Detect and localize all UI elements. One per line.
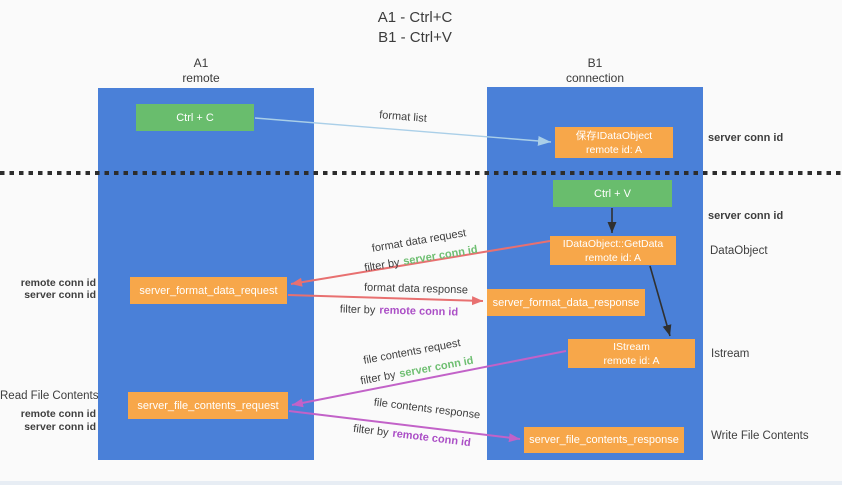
server-file-contents-response-node: server_file_contents_response [524, 427, 684, 453]
read-file-contents-label: Read File Contents [0, 390, 99, 402]
filter-by-text: filter by [363, 256, 401, 275]
remote-conn-id-text: remote conn id [391, 427, 472, 450]
dotted-separator-line [0, 171, 842, 175]
lifeline-b1-role: connection [565, 71, 625, 85]
lifeline-header-b1: B1 connection [535, 56, 655, 86]
save-dataobject-line1: 保存IDataObject [575, 129, 653, 142]
istream-line1: IStream [613, 340, 650, 353]
getdata-node: IDataObject::GetData remote id: A [550, 236, 676, 265]
file-contents-response-label: file contents response [373, 396, 481, 422]
write-file-contents-label: Write File Contents [711, 430, 809, 442]
ctrl-c-label: Ctrl + C [176, 111, 214, 124]
save-dataobject-line2: remote id: A [585, 143, 643, 156]
server-conn-id-left-label-1: server conn id [24, 289, 96, 301]
istream-node: IStream remote id: A [568, 339, 695, 368]
title-line-a1: A1 - Ctrl+C [377, 9, 453, 26]
getdata-line1: IDataObject::GetData [562, 237, 664, 250]
ctrl-v-label: Ctrl + V [594, 187, 631, 200]
remote-conn-id-left-label-1: remote conn id [20, 277, 96, 289]
filter-by-text: filter by [359, 369, 397, 388]
remote-conn-id-left-label-2: remote conn id [20, 408, 96, 420]
server-format-data-request-node: server_format_data_request [130, 277, 287, 304]
lifeline-header-a1: A1 remote [141, 56, 261, 86]
dataobject-label: DataObject [710, 245, 768, 257]
ctrl-v-node: Ctrl + V [553, 180, 672, 207]
lifeline-b1-name: B1 [587, 56, 603, 70]
server-conn-id-left-label-2: server conn id [24, 421, 96, 433]
ctrl-c-node: Ctrl + C [136, 104, 254, 131]
diagram-title: A1 - Ctrl+C B1 - Ctrl+V [300, 8, 530, 48]
server-conn-id-right-mid-label: server conn id [708, 210, 784, 222]
server-file-contents-request-node: server_file_contents_request [128, 392, 288, 419]
filter-by-text: filter by [352, 422, 390, 440]
server-file-contents-request-label: server_file_contents_request [137, 399, 279, 412]
server-conn-id-right-top-label: server conn id [708, 132, 784, 144]
server-format-data-response-node: server_format_data_response [487, 289, 645, 316]
server-format-data-request-label: server_format_data_request [139, 284, 278, 297]
lifeline-a1-name: A1 [193, 56, 209, 70]
getdata-line2: remote id: A [584, 251, 642, 264]
lifeline-a1-role: remote [182, 71, 220, 85]
format-list-label: format list [378, 109, 428, 125]
filter-by-text: filter by [339, 303, 376, 317]
server-format-data-response-label: server_format_data_response [492, 296, 640, 309]
title-line-b1: B1 - Ctrl+V [378, 29, 452, 46]
format-data-response-label: format data response [363, 281, 469, 297]
server-file-contents-response-label: server_file_contents_response [529, 434, 679, 446]
window-bottom-edge [0, 481, 842, 485]
remote-conn-id-text: remote conn id [379, 304, 459, 319]
istream-line2: remote id: A [603, 354, 660, 367]
istream-side-label: Istream [711, 348, 750, 360]
save-dataobject-node: 保存IDataObject remote id: A [555, 127, 673, 158]
